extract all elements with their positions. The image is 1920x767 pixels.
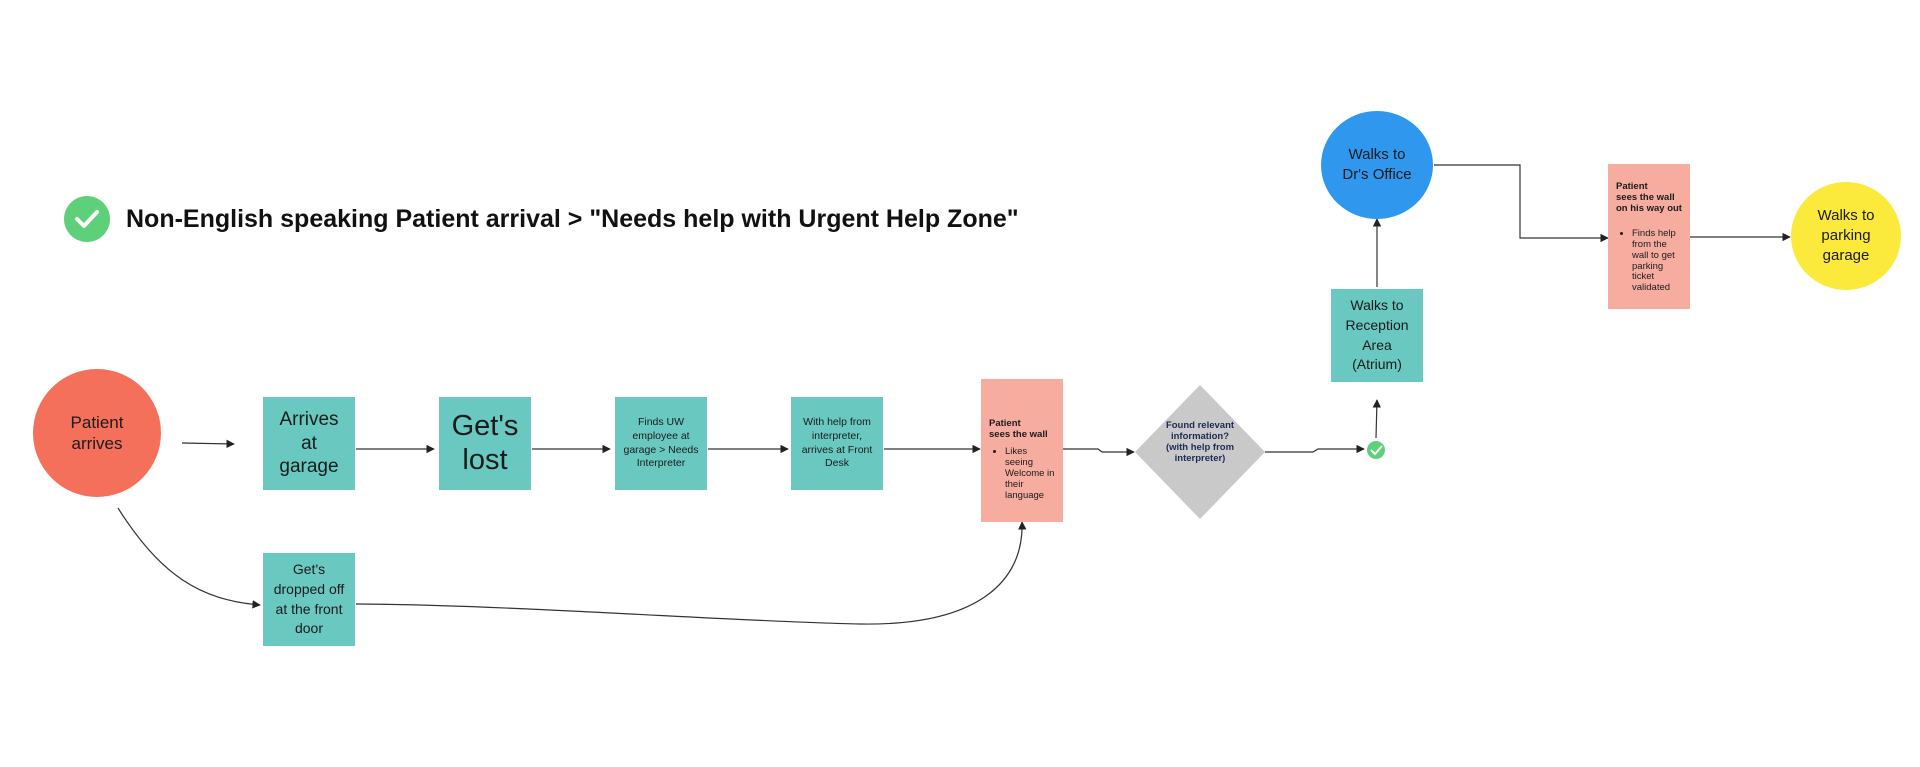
note-list: Likes seeing Welcome in their language xyxy=(989,446,1055,502)
node-label: Get's lost xyxy=(451,410,519,476)
decision-diamond xyxy=(1135,385,1265,519)
sticky-note-sees-wall: Patient sees the wall Likes seeing Welco… xyxy=(981,379,1063,522)
node-with-help-interpreter: With help from interpreter, arrives at F… xyxy=(791,397,883,490)
arrow-check-to-reception xyxy=(1372,399,1381,439)
node-finds-uw-employee: Finds UW employee at garage > Needs Inte… xyxy=(615,397,707,490)
check-circle-icon xyxy=(64,196,110,242)
check-small-icon xyxy=(1367,441,1385,459)
node-label: Walks to parking garage xyxy=(1817,206,1875,265)
node-walks-to-office: Walks to Dr's Office xyxy=(1321,111,1433,219)
note-bullet: Likes seeing Welcome in their language xyxy=(1005,446,1055,502)
arrow-decision-to-check xyxy=(1265,444,1365,454)
arrow-office-to-note2 xyxy=(1434,164,1609,243)
node-dropped-off: Get's dropped off at the front door xyxy=(263,553,355,646)
diagram-header: Non-English speaking Patient arrival > "… xyxy=(64,196,1019,242)
diagram-title: Non-English speaking Patient arrival > "… xyxy=(126,204,1019,233)
node-walks-to-reception: Walks to Reception Area (Atrium) xyxy=(1331,289,1423,382)
node-gets-lost: Get's lost xyxy=(439,397,531,490)
node-label: With help from interpreter, arrives at F… xyxy=(801,416,873,470)
note-heading: Patient sees the wall on his way out xyxy=(1616,181,1682,214)
decision-label: Found relevant information? (with help f… xyxy=(1165,420,1235,464)
node-label: Get's dropped off at the front door xyxy=(273,561,345,637)
sticky-note-sees-wall-way-out: Patient sees the wall on his way out Fin… xyxy=(1608,164,1690,309)
note-list: Finds help from the wall to get parking … xyxy=(1616,228,1682,295)
arrow-start-to-dropped xyxy=(117,507,261,609)
node-label: Walks to Dr's Office xyxy=(1342,145,1412,183)
note-heading: Patient sees the wall xyxy=(989,418,1048,440)
node-label: Arrives at garage xyxy=(279,408,339,478)
arrow-note-to-decision xyxy=(1062,447,1135,457)
note-bullet: Finds help from the wall to get parking … xyxy=(1632,228,1682,295)
node-label: Walks to Reception Area (Atrium) xyxy=(1345,297,1409,373)
arrow-start-to-garage xyxy=(181,439,235,449)
arrow-dropped-to-note xyxy=(355,521,1027,625)
node-label: Finds UW employee at garage > Needs Inte… xyxy=(623,416,699,470)
node-label: Patient arrives xyxy=(70,412,124,453)
node-walks-to-garage: Walks to parking garage xyxy=(1791,182,1901,290)
node-arrives-at-garage: Arrives at garage xyxy=(263,397,355,490)
node-patient-arrives: Patient arrives xyxy=(33,369,161,497)
